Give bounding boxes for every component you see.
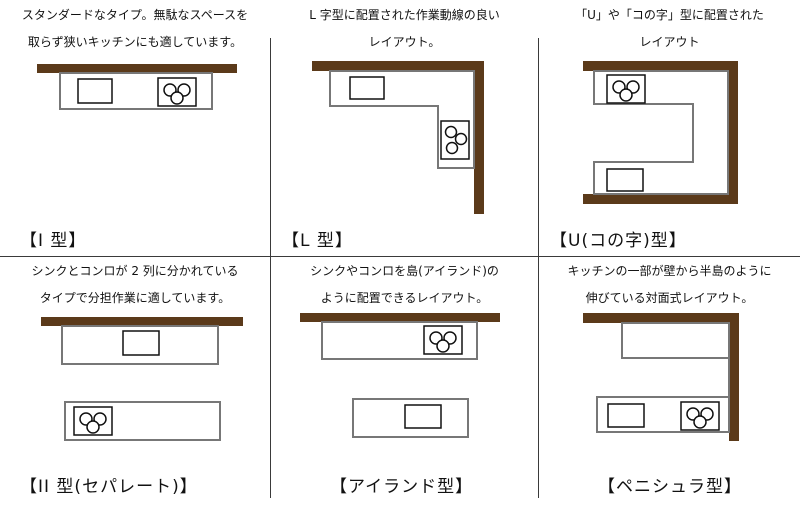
sink-rectangle-icon [349, 76, 385, 100]
vertical-divider-right [538, 38, 539, 498]
three-burner-stove-icon [73, 406, 113, 436]
sink-rectangle-icon [77, 78, 113, 104]
wall [41, 317, 243, 326]
three-burner-stove-icon [606, 74, 646, 104]
peninsula-type-title: 【ペニシュラ型】 [598, 477, 742, 497]
sink-rectangle-icon [606, 168, 644, 192]
ii-type-diagram [41, 317, 243, 441]
ii-type-title: 【II 型(セパレート)】 [20, 477, 198, 497]
sink-rectangle-icon [607, 403, 645, 428]
island-type-description: シンクやコンロを島(アイランド)のように配置できるレイアウト。 [310, 264, 499, 305]
sink-rectangle-icon [122, 330, 160, 356]
three-burner-stove-icon [440, 120, 470, 160]
i-type-description: スタンダードなタイプ。無駄なスペースを取らず狭いキッチンにも適しています。 [21, 8, 249, 49]
peninsula-type-diagram [583, 313, 739, 441]
i-type-diagram [37, 64, 237, 110]
three-burner-stove-icon [680, 401, 720, 431]
i-type-title: 【I 型】 [20, 231, 87, 251]
island-type-diagram [300, 313, 500, 438]
wall [300, 313, 500, 322]
ii-type-description: シンクとコンロが 2 列に分かれているタイプで分担作業に適しています。 [31, 264, 239, 305]
l-type-description: L 字型に配置された作業動線の良いレイアウト。 [309, 8, 500, 49]
sink-rectangle-icon [404, 404, 442, 429]
wall [37, 64, 237, 73]
l-type-diagram [312, 61, 484, 214]
u-type-description: 「U」や「コの字」型に配置されたレイアウト [575, 8, 764, 49]
l-type-title: 【L 型】 [282, 231, 353, 251]
three-burner-stove-icon [423, 325, 463, 355]
vertical-divider-left [270, 38, 271, 498]
island-type-title: 【アイランド型】 [330, 477, 474, 497]
u-type-title: 【U(コの字)型】 [550, 231, 687, 251]
u-type-diagram [583, 61, 738, 204]
peninsula-type-description: キッチンの一部が壁から半島のように伸びている対面式レイアウト。 [567, 264, 772, 305]
horizontal-divider [0, 256, 800, 257]
three-burner-stove-icon [157, 77, 197, 107]
